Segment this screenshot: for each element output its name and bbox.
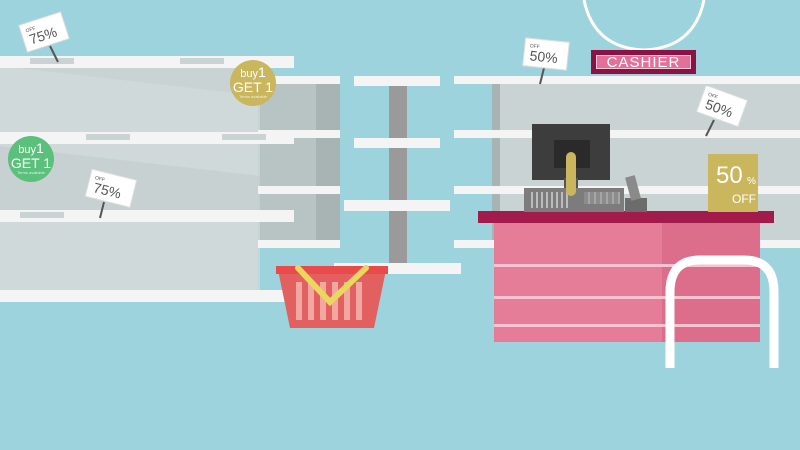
promo-badge-buy: buy1 <box>240 63 266 80</box>
queue-railing <box>665 255 779 368</box>
shelf-side-board-2 <box>258 130 340 138</box>
counter-stripe <box>494 264 760 267</box>
shelf-board-m3 <box>344 200 450 211</box>
counter-side <box>662 220 760 342</box>
price-tag-small: OFF <box>25 26 36 35</box>
shelf-board-4 <box>0 290 290 302</box>
promo-badge-green: buy1 GET 1 Terms available <box>8 136 54 182</box>
scanner-base <box>625 198 647 212</box>
promo-badge-gold: buy1 GET 1 Terms available <box>230 60 276 106</box>
offer-card-off: OFF <box>732 192 756 206</box>
offer-card-value: 50 <box>716 162 743 189</box>
price-strip <box>20 212 64 218</box>
shelf-board-3 <box>0 210 294 222</box>
scanner-gun <box>566 152 576 196</box>
shelf-board-m4 <box>334 263 461 274</box>
shelf-board-m1 <box>354 76 440 86</box>
promo-badge-fine: Terms available <box>239 93 267 99</box>
price-tag-50-top: OFF 50% <box>522 37 570 85</box>
promo-badge-get: GET 1 <box>232 78 274 95</box>
price-tag-small: OFF <box>707 92 718 101</box>
shopping-basket <box>276 265 388 328</box>
shelf-side-edge <box>316 84 340 248</box>
price-tag-75-top: OFF 75% <box>18 11 70 63</box>
promo-badge-buy: buy1 <box>18 139 44 156</box>
price-strip <box>180 58 224 64</box>
shelf-pole <box>389 84 407 274</box>
shelf-side-board-3 <box>258 186 340 194</box>
promo-badge-get: GET 1 <box>10 154 52 171</box>
shelf-board-r1 <box>454 76 800 84</box>
price-strip <box>30 58 74 64</box>
shelf-board-m2 <box>354 138 440 148</box>
offer-card: 50 % OFF <box>708 154 758 212</box>
price-tag-50-right: OFF 50% <box>695 86 749 137</box>
price-tag-75-bottom: OFF 75% <box>84 168 138 219</box>
shelf-side-panel <box>258 84 316 248</box>
cashier-sign: CASHIER <box>591 50 696 74</box>
register-keys <box>584 192 620 204</box>
cashier-sign-label: CASHIER <box>596 54 691 71</box>
price-tag-small: OFF <box>529 43 540 50</box>
price-strip <box>222 134 266 140</box>
counter-stripe <box>494 296 760 299</box>
price-strip <box>86 134 130 140</box>
shelf-side-board-4 <box>258 240 340 248</box>
price-tag-value: 75% <box>92 179 123 201</box>
shelf-side-edge-right <box>492 84 500 248</box>
price-tag-small: OFF <box>94 175 105 183</box>
price-tag-value: 50% <box>529 47 559 66</box>
counter-stripe <box>494 324 760 327</box>
shelf-side-board-1 <box>258 76 340 84</box>
shelf-board-r2 <box>454 130 800 138</box>
shelf-board-r3 <box>454 186 800 194</box>
counter-top <box>478 211 774 223</box>
offer-card-percent: % <box>747 176 756 187</box>
promo-badge-fine: Terms available <box>17 169 45 175</box>
shelf-board-2 <box>0 132 294 144</box>
register-vent <box>528 192 568 208</box>
